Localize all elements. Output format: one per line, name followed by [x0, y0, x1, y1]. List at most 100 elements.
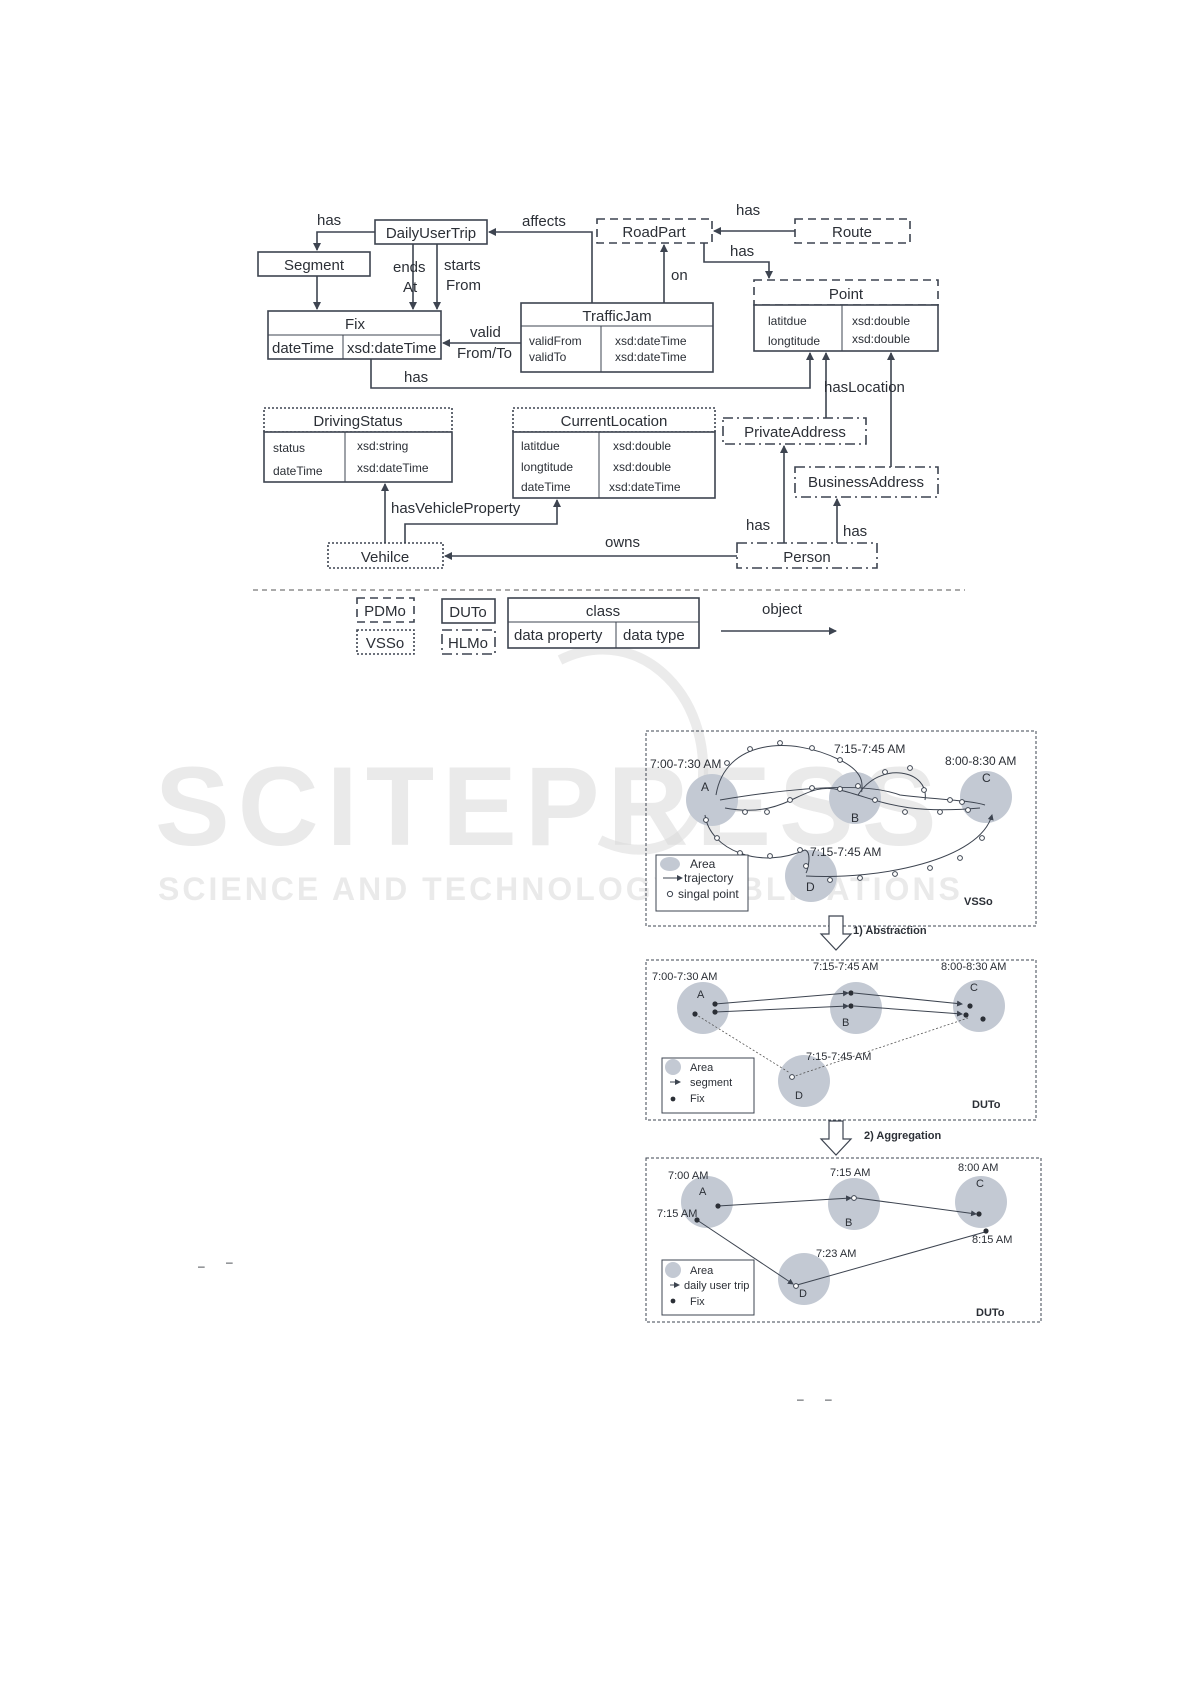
time-label: 7:00-7:30 AM: [652, 971, 717, 983]
step-label: 2) Aggregation: [864, 1130, 941, 1142]
data-type: xsd:dateTime: [347, 340, 436, 357]
edge-label: starts: [444, 257, 481, 274]
edge-label: has: [736, 202, 760, 219]
stray-mark: –: [797, 1392, 804, 1406]
panel-name: VSSo: [964, 896, 993, 908]
trajectory: [715, 745, 863, 796]
edge-label: valid: [470, 324, 501, 341]
edge-label: has: [746, 517, 770, 534]
area-label: A: [697, 989, 705, 1001]
class-person: Person: [736, 542, 878, 569]
edge-has-segment: [313, 231, 375, 251]
class-label: BusinessAddress: [808, 474, 924, 491]
area-label: D: [795, 1090, 803, 1102]
step-abstraction: 1) Abstraction: [819, 915, 927, 951]
watermark-title: SCITEPRESS: [155, 744, 945, 869]
class-label: Fix: [345, 316, 365, 333]
fixes: [694, 1195, 989, 1289]
segment: [694, 1013, 791, 1074]
class-driving-status: DrivingStatus status dateTime xsd:string…: [263, 407, 453, 483]
area-label: C: [982, 771, 991, 785]
legend-area-label: Area: [690, 857, 716, 871]
class-route: Route: [794, 218, 911, 244]
area-d: [778, 1253, 830, 1305]
area-b: [828, 1178, 880, 1230]
edge-label: has: [843, 523, 867, 540]
panel-name: DUTo: [976, 1307, 1005, 1319]
class-label: Vehilce: [361, 549, 409, 566]
panel-duto-abstraction: A B C D 7:00-7:30 AM 7:15-7:45 AM 8:00-8…: [645, 959, 1037, 1121]
legend-class-label: class: [586, 603, 620, 620]
legend-pdmo: PDMo: [356, 597, 415, 623]
legend-trip-label: daily user trip: [684, 1280, 749, 1292]
legend-data-type-label: data type: [623, 627, 685, 644]
segment: [714, 1003, 849, 1013]
ontology-diagram: DailyUserTrip Segment Fix dateTime xsd:d…: [257, 202, 939, 569]
legend-area-label: Area: [690, 1265, 714, 1277]
edge-label: hasVehicleProperty: [391, 500, 521, 517]
data-type: xsd:dateTime: [609, 480, 681, 494]
class-fix: Fix dateTime xsd:dateTime: [267, 310, 442, 360]
panel-vsso: A B C D 7:00-7:30 AM 7:15-7:45 AM 8:00-8…: [645, 730, 1037, 927]
panel-duto-aggregation: A B C D 7:00 AM 7:15 AM 8:00 AM 7:15 AM …: [645, 1157, 1042, 1323]
area-a: [681, 1176, 733, 1228]
class-current-location: CurrentLocation latitdue longtitude date…: [512, 407, 716, 499]
data-property: dateTime: [272, 340, 334, 357]
fixes: [692, 990, 986, 1080]
data-property: status: [273, 441, 305, 455]
area-a: [686, 774, 738, 826]
stray-mark: –: [825, 1392, 832, 1406]
legend-label: VSSo: [366, 635, 404, 652]
area-c: [960, 771, 1012, 823]
daily-user-trip: [696, 1219, 794, 1285]
trajectory: [805, 814, 994, 877]
signal-points: [703, 740, 985, 883]
data-property: dateTime: [273, 464, 323, 478]
edge-label: ends: [393, 259, 426, 276]
class-label: DrivingStatus: [313, 413, 402, 430]
edge-roadpart-has-point: [703, 243, 773, 279]
area-c: [953, 980, 1005, 1032]
area-b: [830, 982, 882, 1034]
data-type: xsd:dateTime: [357, 461, 429, 475]
legend-segment-label: segment: [690, 1077, 732, 1089]
area-label: B: [845, 1217, 852, 1229]
edge-label: on: [671, 267, 688, 284]
ontology-legend: PDMo DUTo VSSo HLMo class data property …: [356, 597, 837, 655]
edge-fix-has-point: [370, 352, 814, 389]
class-point: Point latitdue longtitude xsd:double xsd…: [753, 279, 939, 352]
area-label: C: [970, 982, 978, 994]
class-label: CurrentLocation: [561, 413, 668, 430]
legend-hlmo: HLMo: [441, 629, 496, 655]
area-label: B: [842, 1017, 849, 1029]
time-label: 8:00-8:30 AM: [945, 754, 1016, 768]
class-business-address: BusinessAddress: [794, 466, 939, 498]
legend-class-box: class data property data type: [507, 597, 700, 649]
class-label: TrafficJam: [582, 308, 651, 325]
edge-label: owns: [605, 534, 640, 551]
class-vehicle: Vehilce: [327, 542, 444, 569]
edge-label: From: [446, 277, 481, 294]
segment: [791, 1017, 969, 1078]
edge-label: affects: [522, 213, 566, 230]
legend-data-property-label: data property: [514, 627, 603, 644]
daily-user-trip: [717, 1195, 852, 1207]
step-label: 1) Abstraction: [853, 925, 927, 937]
data-property: longtitude: [768, 334, 820, 348]
time-label: 7:15-7:45 AM: [834, 742, 905, 756]
time-label: 7:15-7:45 AM: [810, 845, 881, 859]
panel-name: DUTo: [972, 1099, 1001, 1111]
duto-legend: Area segment Fix: [661, 1057, 755, 1114]
stray-mark: –: [226, 1255, 233, 1269]
edge-label: has: [404, 369, 428, 386]
time-label: 7:15 AM: [657, 1208, 697, 1220]
data-property: longtitude: [521, 460, 573, 474]
data-property: dateTime: [521, 480, 571, 494]
legend-trajectory-label: trajectory: [684, 871, 733, 885]
area-label: D: [806, 880, 815, 894]
data-type: xsd:dateTime: [615, 334, 687, 348]
class-label: Segment: [284, 257, 345, 274]
class-label: PrivateAddress: [744, 424, 846, 441]
data-type: xsd:double: [613, 460, 671, 474]
legend-label: HLMo: [448, 635, 488, 652]
